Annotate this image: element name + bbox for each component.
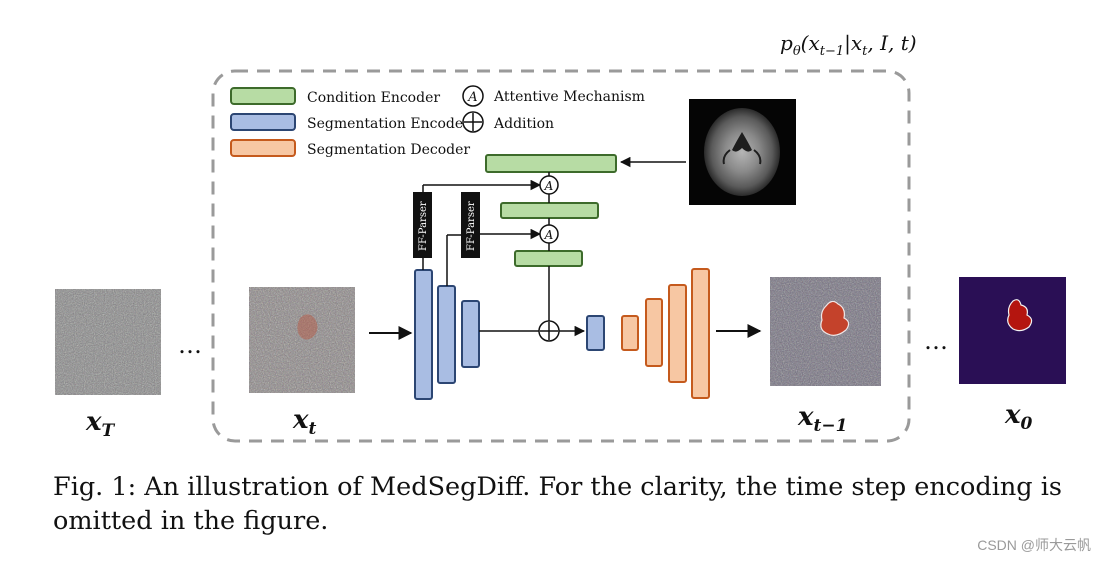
- figure-caption: Fig. 1: An illustration of MedSegDiff. F…: [53, 472, 1062, 536]
- legend-condition-label: Condition Encoder: [307, 90, 440, 106]
- attentive-node-2-symbol: A: [544, 228, 554, 242]
- attentive-legend-symbol: A: [467, 90, 477, 105]
- watermark: CSDN @师大云帆: [977, 537, 1091, 553]
- label-xt-1: xt−1: [797, 402, 847, 436]
- ff-parser-1: FF-Parser: [413, 192, 432, 258]
- bottleneck-block: [586, 315, 605, 351]
- image-xt-1: [770, 277, 881, 386]
- legend-seg-encoder-label: Segmentation Encoder: [307, 116, 470, 132]
- label-xT: xT: [85, 407, 116, 441]
- legend-addition-label: Addition: [493, 116, 554, 132]
- ellipsis-right: …: [924, 327, 948, 355]
- image-xt: [249, 287, 355, 393]
- condition-encoder-block-2: [500, 202, 599, 219]
- seg-decoder-block-1: [621, 315, 639, 351]
- legend: Condition Encoder Segmentation Encoder S…: [230, 85, 645, 158]
- condition-encoder-block-3: [514, 250, 583, 267]
- condition-encoder-block-1: [485, 154, 617, 173]
- ff-parser-2-label: FF-Parser: [466, 201, 477, 251]
- mri-condition-image: [689, 99, 796, 205]
- seg-encoder-block-1: [414, 269, 433, 400]
- attentive-legend-icon: [462, 85, 484, 107]
- seg-decoder-block-4: [691, 268, 710, 399]
- seg-decoder-block-3: [668, 284, 687, 383]
- image-x0: [959, 277, 1066, 384]
- image-xT: [55, 289, 161, 395]
- dashed-container: [211, 69, 911, 443]
- label-x0: x0: [1004, 400, 1033, 434]
- attentive-node-1-symbol: A: [544, 179, 554, 193]
- posterior-formula: pθ(xt−1|xt, I, t): [780, 31, 917, 59]
- seg-decoder-block-2: [645, 298, 663, 367]
- legend-seg-decoder-label: Segmentation Decoder: [307, 142, 470, 158]
- legend-condition-swatch: [230, 87, 296, 105]
- ff-parser-1-label: FF-Parser: [418, 201, 429, 251]
- seg-encoder-block-3: [461, 300, 480, 368]
- legend-attentive-label: Attentive Mechanism: [493, 89, 645, 105]
- ellipsis-left: …: [178, 331, 202, 359]
- label-xt: xt: [292, 405, 317, 439]
- legend-seg-encoder-swatch: [230, 113, 296, 131]
- ff-parser-2: FF-Parser: [461, 192, 480, 258]
- legend-seg-decoder-swatch: [230, 139, 296, 157]
- seg-encoder-block-2: [437, 285, 456, 384]
